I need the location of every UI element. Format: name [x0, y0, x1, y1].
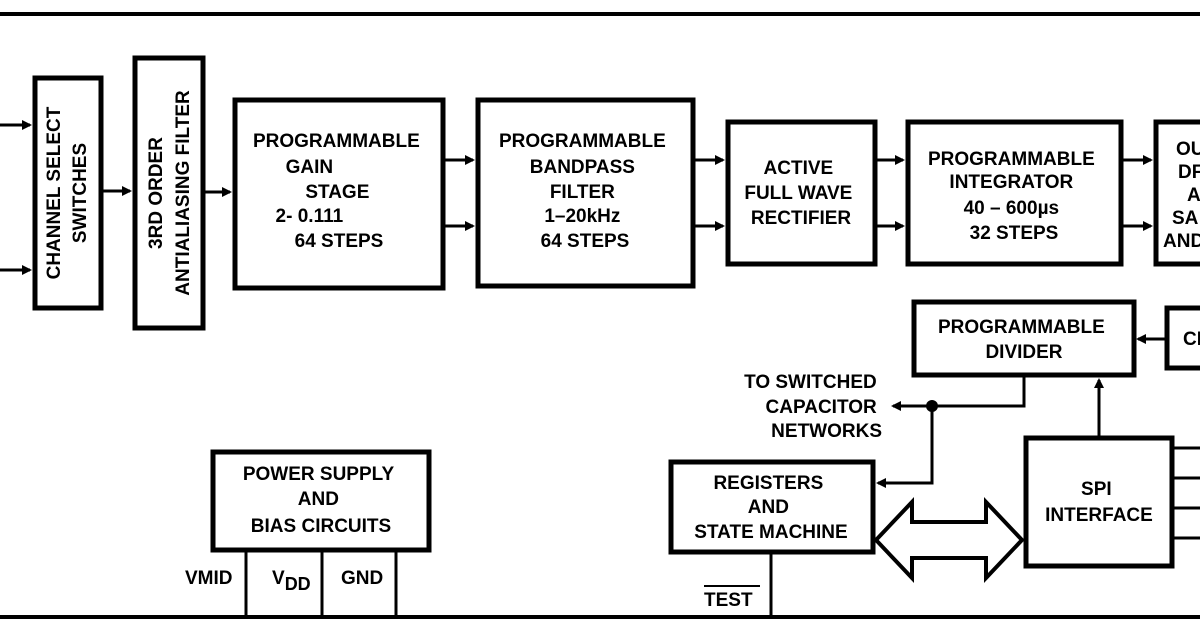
antialiasing-label-1: 3RD ORDER [146, 137, 167, 249]
divider-label-2: DIVIDER [985, 342, 1062, 363]
integrator-label-3: 40 – 600µs [964, 198, 1059, 219]
integrator-block [905, 119, 1124, 267]
svg-text:SPI INTERFACE: SPI INTERFACE [1045, 479, 1153, 526]
switched-cap-label-3: NETWORKS [771, 421, 882, 442]
rectifier-label-1: ACTIVE [764, 158, 834, 179]
svg-text:ANTIALIASING FILTER: ANTIALIASING FILTER [173, 90, 194, 296]
svg-text:3RD ORDER: 3RD ORDER [146, 137, 167, 249]
spi-label-1: SPI [1081, 479, 1112, 500]
output-label-5: AND [1163, 231, 1200, 252]
svg-text:SWITCHES: SWITCHES [70, 143, 91, 243]
clock-label: CL [1183, 329, 1200, 350]
svg-text:POWER SUPPLY AND BIAS: POWER SUPPLY AND BIAS CIRCUITS [243, 464, 399, 537]
vdd-pin-label: VDD [272, 568, 311, 594]
svg-text:ACTIVE FULL WAVE RECTI: ACTIVE FULL WAVE RECTIFIER [744, 158, 857, 229]
bandpass-label-2: BANDPASS [530, 157, 635, 178]
bandpass-filter-block [475, 97, 696, 289]
registers-label-2: AND [748, 497, 789, 518]
output-label-1: OU [1176, 139, 1200, 160]
divider-block [911, 299, 1137, 378]
spi-label-2: INTERFACE [1045, 505, 1153, 526]
output-label-3: A [1187, 185, 1200, 206]
output-label-2: DF [1178, 162, 1200, 183]
power-label-1: POWER SUPPLY [243, 464, 395, 485]
channel-select-block [32, 75, 104, 311]
antialiasing-label-2: ANTIALIASING FILTER [173, 90, 194, 296]
power-supply-block [210, 449, 432, 553]
gnd-pin-label: GND [341, 568, 383, 589]
svg-text:PROGRAMMABLE GAIN STAG: PROGRAMMABLE GAIN STAGE 2- 0.111 64 STEP… [253, 131, 425, 252]
bandpass-label-5: 64 STEPS [541, 231, 630, 252]
bus-double-arrow [873, 496, 1025, 584]
rectifier-label-3: RECTIFIER [751, 208, 852, 229]
vmid-pin-label: VMID [185, 568, 233, 589]
power-label-3: BIAS CIRCUITS [251, 516, 391, 537]
bandpass-label-3: FILTER [550, 182, 615, 203]
svg-text:OU DF A SA AND: OU DF A SA AND [1163, 139, 1200, 252]
divider-output-line [932, 375, 1026, 408]
switched-cap-label-1: TO SWITCHED [744, 372, 877, 393]
gain-label-3: STAGE [305, 182, 369, 203]
registers-label-3: STATE MACHINE [694, 522, 847, 543]
integrator-label-2: INTEGRATOR [949, 172, 1073, 193]
channel-select-label-1: CHANNEL SELECT [44, 106, 65, 279]
integrator-label-1: PROGRAMMABLE [928, 149, 1095, 170]
gain-stage-block [232, 97, 446, 291]
gain-label-1: PROGRAMMABLE [253, 131, 420, 152]
output-driver-block [1153, 119, 1200, 267]
registers-label-1: REGISTERS [713, 473, 823, 494]
svg-text:PROGRAMMABLE DIVIDER: PROGRAMMABLE DIVIDER [938, 317, 1110, 363]
integrator-label-4: 32 STEPS [970, 223, 1059, 244]
switched-cap-label-2: CAPACITOR [766, 397, 877, 418]
svg-text:CHANNEL SELECT: CHANNEL SELECT [44, 106, 65, 279]
spi-interface-block [1023, 435, 1175, 569]
test-pin-label: TEST [704, 590, 753, 611]
svg-text:PROGRAMMABLE BANDPASS: PROGRAMMABLE BANDPASS FILTER 1–20kHz 64 … [499, 131, 671, 252]
arrow-to-registers-line [876, 406, 934, 488]
bandpass-label-4: 1–20kHz [544, 206, 620, 227]
channel-select-label-2: SWITCHES [70, 143, 91, 243]
rectifier-block [725, 119, 878, 267]
power-label-2: AND [298, 489, 339, 510]
svg-text:PROGRAMMABLE INTEGRATOR: PROGRAMMABLE INTEGRATOR 40 – 600µs 32 ST… [928, 149, 1100, 244]
divider-label-1: PROGRAMMABLE [938, 317, 1105, 338]
gain-label-4: 2- 0.111 [276, 206, 344, 227]
rectifier-label-2: FULL WAVE [744, 183, 852, 204]
gain-label-5: 64 STEPS [295, 231, 384, 252]
svg-text:REGISTERS AND STATE MA: REGISTERS AND STATE MACHINE [694, 473, 847, 543]
svg-text:TO SWITCHED CAPACITOR: TO SWITCHED CAPACITOR NETWORKS [744, 372, 882, 442]
output-label-4: SA [1172, 208, 1199, 229]
bandpass-label-1: PROGRAMMABLE [499, 131, 666, 152]
gain-label-2: GAIN [286, 157, 334, 178]
clock-block [1164, 305, 1200, 371]
